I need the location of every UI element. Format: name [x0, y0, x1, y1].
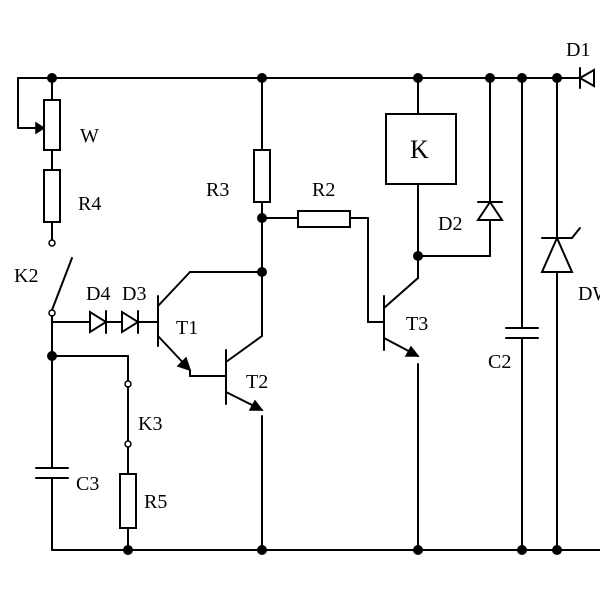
resistor-r4 — [43, 169, 61, 247]
label-d1: D1 — [566, 39, 590, 61]
label-k3: K3 — [138, 413, 162, 435]
transistor-t3 — [383, 255, 420, 551]
diode-d4 — [51, 310, 123, 334]
label-k2: K2 — [14, 265, 38, 287]
relay-k — [385, 77, 457, 257]
capacitor-c3 — [35, 355, 69, 551]
diode-d1 — [577, 67, 595, 89]
label-t3: T3 — [406, 313, 428, 335]
switch-k3 — [51, 355, 132, 475]
zener-diode-dw — [540, 77, 581, 551]
label-r2: R2 — [312, 179, 335, 201]
label-c3: C3 — [76, 473, 99, 495]
label-k: K — [410, 135, 429, 164]
label-c2: C2 — [488, 351, 511, 373]
resistor-r5 — [119, 473, 137, 551]
label-d3: D3 — [122, 283, 146, 305]
resistor-r2 — [261, 210, 385, 323]
switch-k2 — [48, 257, 73, 357]
diode-d2 — [417, 77, 504, 257]
capacitor-c2 — [505, 77, 539, 551]
label-r4: R4 — [78, 193, 101, 215]
transistor-t2 — [225, 335, 264, 551]
resistor-r3 — [253, 77, 271, 337]
label-d4: D4 — [86, 283, 110, 305]
label-d2: D2 — [438, 213, 462, 235]
label-t1: T1 — [176, 317, 198, 339]
label-r5: R5 — [144, 491, 167, 513]
label-r3: R3 — [206, 179, 229, 201]
potentiometer-w — [17, 77, 61, 171]
label-dw: DW — [578, 283, 600, 305]
diode-d3 — [121, 310, 159, 334]
junction-dots — [47, 73, 562, 555]
label-w: W — [80, 125, 99, 147]
label-t2: T2 — [246, 371, 268, 393]
transistor-t1 — [157, 271, 263, 377]
